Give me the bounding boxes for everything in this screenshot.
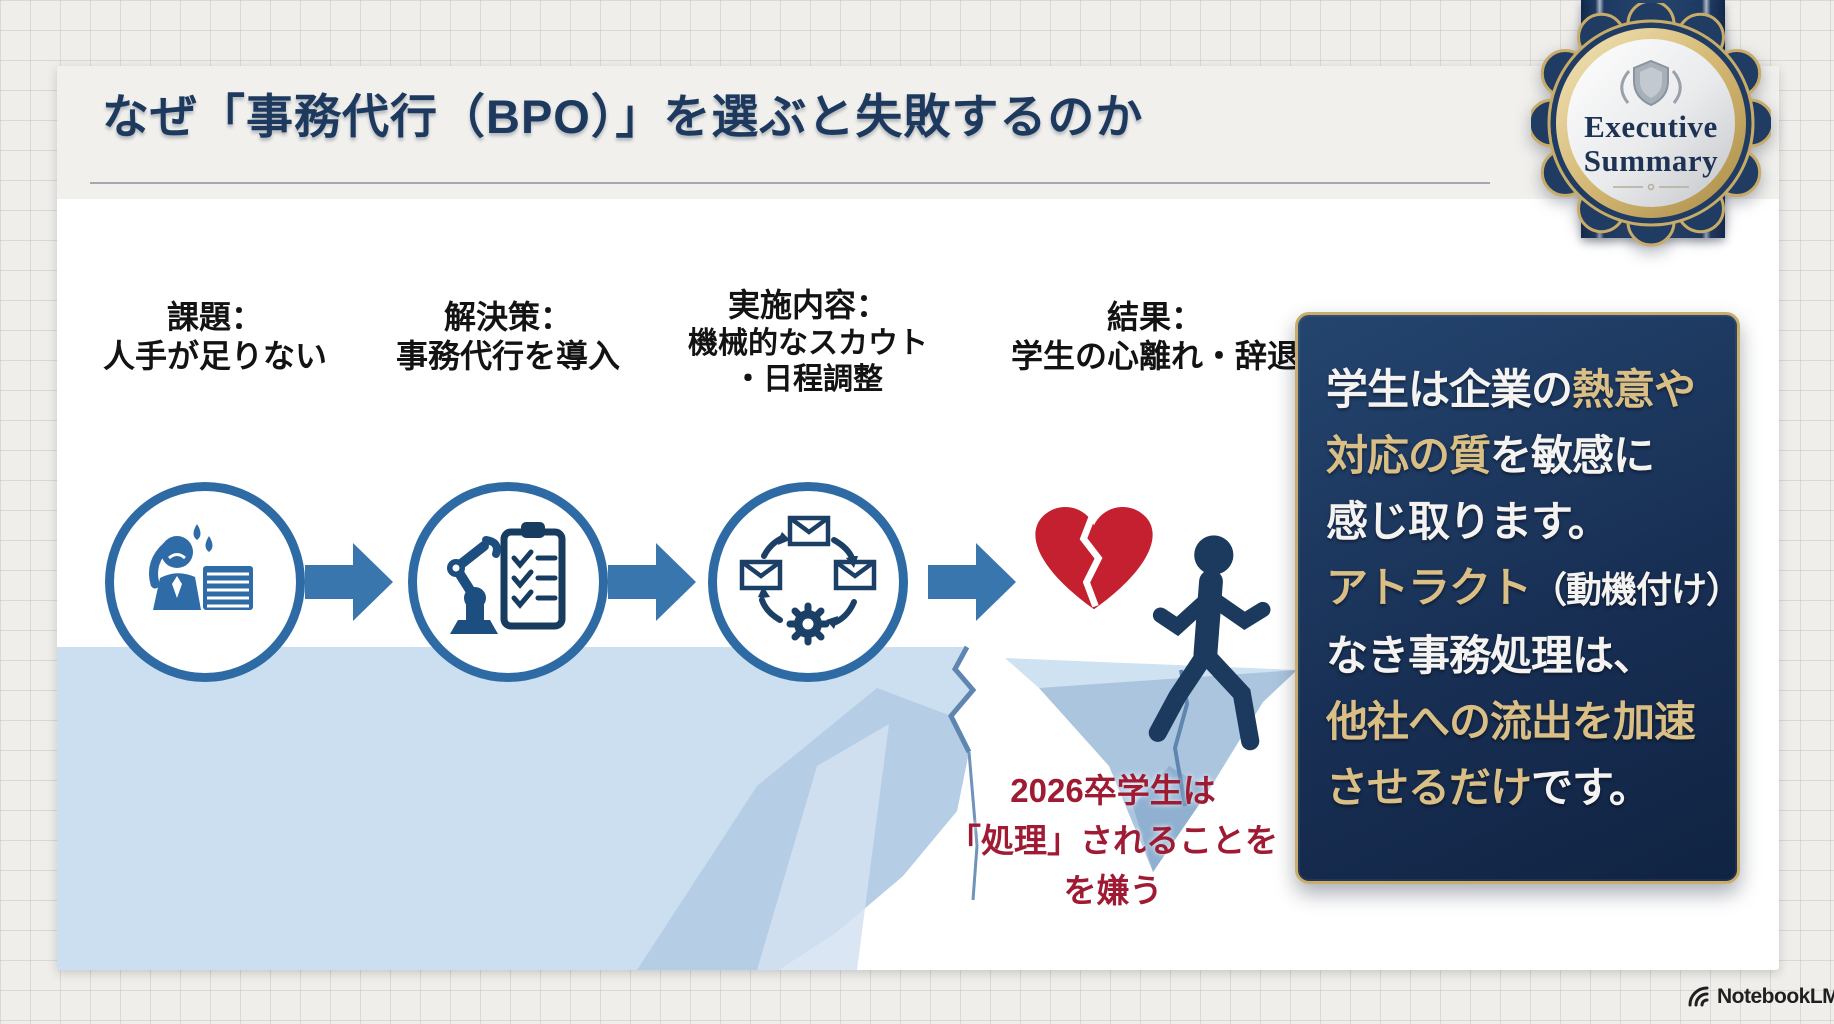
step-label-line: 結果： [1106, 299, 1203, 335]
callout-line: 感じ取ります。 [1326, 489, 1711, 555]
crack-lower [967, 751, 979, 901]
step-circle-problem [105, 482, 305, 682]
right-cliff-shadow [1133, 766, 1209, 872]
callout-text: です。 [1531, 764, 1651, 811]
stressed-worker-icon [149, 524, 253, 610]
caption-line: 「処理」されることを [948, 822, 1278, 860]
callout-line: なき事務処理は、 [1326, 623, 1711, 689]
step-circle-solution [408, 482, 608, 682]
title-divider [90, 182, 1490, 184]
notebooklm-watermark: NotebookLM [1686, 984, 1834, 1009]
callout-text-emphasis: 熱意や [1572, 366, 1696, 413]
step-circle-implementation [708, 482, 908, 682]
callout-text: （動機付け） [1531, 569, 1742, 610]
executive-summary-badge: Executive Summary [1520, 0, 1782, 260]
step-label-line: 実施内容： [727, 287, 888, 323]
step-label-line: ・日程調整 [733, 363, 883, 397]
crack-icon [948, 645, 977, 754]
callout-text: 学生は企業の [1326, 366, 1573, 413]
slide-card: なぜ「事務代行（BPO）」を選ぶと失敗するのか 課題： 人手が足りない 解決策：… [57, 66, 1779, 970]
badge-medal: Executive Summary [1531, 3, 1771, 247]
flow-arrow-icon [928, 543, 1016, 621]
callout-line: アトラクト（動機付け） [1326, 555, 1742, 623]
callout-text-emphasis: させるだけ [1326, 764, 1532, 811]
page-title: なぜ「事務代行（BPO）」を選ぶと失敗するのか [102, 90, 1144, 143]
cliff-caption: 2026卒学生は 「処理」されることを を嫌う [903, 766, 1323, 916]
left-cliff-sheet [757, 724, 889, 970]
callout-text-emphasis: 対応の質 [1326, 432, 1491, 479]
key-message-panel: 学生は企業の熱意や 対応の質を敏感に 感じ取ります。 アトラクト（動機付け） な… [1295, 312, 1742, 884]
broken-heart-icon [1019, 490, 1169, 627]
title-band: なぜ「事務代行（BPO）」を選ぶと失敗するのか [57, 66, 1779, 199]
step-label-result: 結果： 学生の心離れ・辞退 [1005, 298, 1305, 376]
callout-text-emphasis: 他社への流出を加速 [1326, 698, 1696, 745]
callout-text: を敏感に [1490, 432, 1655, 479]
step-label-line: 課題： [166, 299, 263, 335]
robot-checklist-icon [447, 522, 566, 634]
notebooklm-icon [1688, 986, 1709, 1007]
step-label-line: 人手が足りない [102, 338, 327, 375]
watermark-label: NotebookLM [1717, 984, 1834, 1008]
step-label-implementation: 実施内容： 機械的なスカウト ・日程調整 [658, 286, 958, 399]
badge-word-top: Executive [1584, 109, 1718, 144]
flow-arrow-icon [608, 543, 696, 621]
callout-line: 対応の質を敏感に [1326, 423, 1711, 489]
mail-cycle-icon [739, 515, 877, 646]
step-label-line: 解決策： [443, 299, 572, 335]
caption-line: 2026卒学生は [1010, 772, 1216, 809]
callout-text-emphasis: アトラクト [1326, 564, 1532, 611]
callout-text: なき事務処理は、 [1326, 632, 1655, 679]
callout-line: させるだけです。 [1326, 755, 1711, 821]
step-label-line: 事務代行を導入 [395, 338, 620, 375]
cliff-illustration [57, 645, 1297, 970]
callout-text: 感じ取ります。 [1326, 498, 1610, 545]
callout-line: 学生は企業の熱意や [1326, 357, 1711, 423]
callout-line: 他社への流出を加速 [1326, 689, 1711, 755]
step-label-line: 機械的なスカウト [688, 326, 928, 360]
step-label-line: 学生の心離れ・辞退 [1010, 338, 1299, 375]
step-label-solution: 解決策： 事務代行を導入 [378, 298, 638, 376]
shield-laurel-icon [1620, 59, 1682, 107]
caption-line: を嫌う [1063, 872, 1163, 910]
flow-arrow-icon [305, 543, 393, 621]
badge-word-bottom: Summary [1584, 143, 1718, 178]
step-label-problem: 課題： 人手が足りない [85, 298, 345, 376]
walking-person-icon [1127, 534, 1295, 763]
